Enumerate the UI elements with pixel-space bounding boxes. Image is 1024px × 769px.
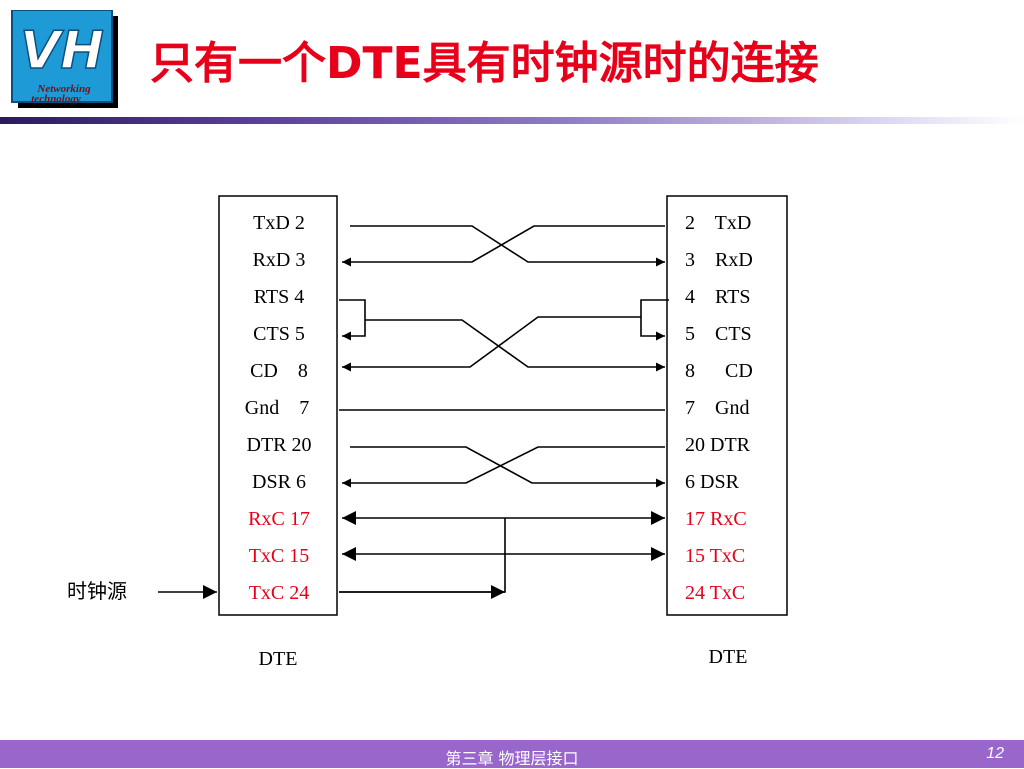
- left-pin-label-clock: RxC 17: [248, 508, 310, 530]
- vh-logo: VH Networking technology: [11, 10, 118, 108]
- dte-connection-diagram: TxD 2 RxD 3 RTS 4 CTS 5 CD 8 Gnd 7 DTR 2…: [67, 195, 788, 670]
- right-dte-caption: DTE: [709, 646, 748, 668]
- left-pin-label-clock: TxC 24: [249, 582, 310, 604]
- footer-chapter: 第三章 物理层接口: [445, 749, 579, 768]
- logo-letters: VH: [20, 21, 104, 81]
- left-pin-label: CD 8: [250, 360, 308, 382]
- left-dte-box: [218, 195, 338, 616]
- left-pin-label: Gnd 7: [245, 397, 309, 419]
- left-pin-label: DSR 6: [252, 471, 306, 493]
- txd-crossover-wire: [350, 225, 665, 267]
- right-pin-label: 5 CTS: [685, 323, 752, 345]
- right-pin-label-clock: 15 TxC: [685, 545, 745, 567]
- left-dte-caption: DTE: [259, 648, 298, 670]
- logo-text-line2: technology: [31, 93, 81, 105]
- left-pin-label: TxD 2: [253, 212, 305, 234]
- right-pin-label: 20 DTR: [685, 434, 751, 456]
- left-rts-cts-loop: [339, 299, 366, 341]
- left-pin-label: CTS 5: [253, 323, 305, 345]
- right-rts-cts-loop: [640, 299, 669, 341]
- right-dtr-to-left-dsr-wire: [342, 446, 665, 488]
- right-rts-to-left-cd-wire: [342, 316, 641, 372]
- left-dtr-to-right-dsr-wire: [350, 446, 665, 488]
- right-pin-label: 2 TxD: [685, 212, 751, 234]
- slide-title: 只有一个DTE具有时钟源时的连接: [150, 38, 819, 89]
- clock-source-label: 时钟源: [67, 579, 127, 603]
- right-pin-label: 3 RxD: [685, 249, 753, 271]
- left-pin-label-clock: TxC 15: [249, 545, 310, 567]
- left-pin-label: DTR 20: [247, 434, 312, 456]
- right-dte-box: [666, 195, 788, 616]
- right-pin-label-clock: 24 TxC: [685, 582, 745, 604]
- right-pin-label: 4 RTS: [685, 286, 750, 308]
- logo-text-line1: Networking: [36, 83, 91, 95]
- right-pin-label: 7 Gnd: [685, 397, 749, 419]
- right-pin-label: 6 DSR: [685, 471, 740, 493]
- page-number: 12: [986, 745, 1004, 762]
- left-pin-label: RTS 4: [254, 286, 304, 308]
- rxd-crossover-wire: [342, 225, 665, 267]
- title-underline-bar: [0, 117, 1024, 124]
- footer-bar: 第三章 物理层接口 12: [0, 740, 1024, 768]
- left-pin-label: RxD 3: [253, 249, 306, 271]
- left-rts-to-right-cd-wire: [365, 319, 665, 372]
- txc24-to-clock-bus-wire: [339, 518, 506, 593]
- right-pin-label: 8 CD: [685, 360, 753, 382]
- right-pin-label-clock: 17 RxC: [685, 508, 747, 530]
